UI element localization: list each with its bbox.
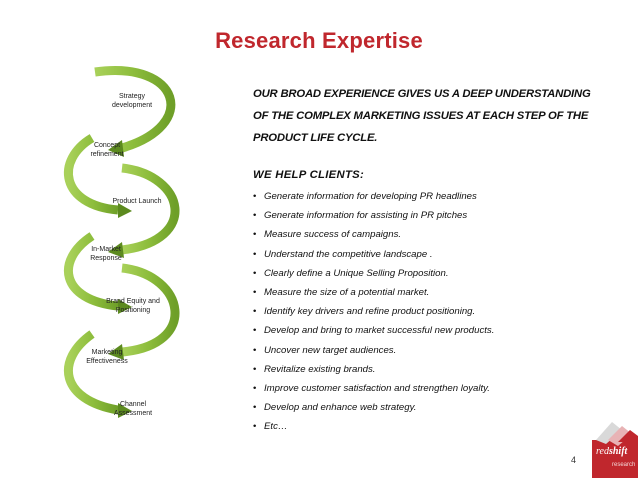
cycle-arc-4 [63,232,119,311]
bullet-icon: • [253,229,257,241]
slide-title: Research Expertise [215,28,423,53]
intro-line-1: OUR BROAD EXPERIENCE GIVES US A DEEP UND… [253,88,591,100]
cycle-step-channel-assessment: Channel Assessment [113,401,153,417]
cycle-step-strategy-development: Strategy development [111,93,153,109]
bullet-icon: • [253,383,257,395]
cycle-step-brand-equity: Brand Equity and Positioning [106,298,160,314]
bullet-icon: • [253,267,257,279]
list-item: •Develop and enhance web strategy. [253,398,613,417]
bullet-icon: • [253,248,257,260]
cycle-step-concept-refinement: Concept refinement [90,142,124,158]
cycle-arrow-3 [108,242,124,258]
intro-line-3: PRODUCT LIFE CYCLE. [253,132,378,144]
bullet-icon: • [253,325,257,337]
cycle-step-marketing-effectiveness: Marketing Effectiveness [86,349,128,365]
cycle-arrow-6 [118,403,132,418]
cycle-arrow-4 [118,299,132,314]
bullet-icon: • [253,306,257,318]
cycle-arrow-5 [108,344,124,360]
list-item: •Generate information for developing PR … [253,187,613,206]
list-item: •Generate information for assisting in P… [253,206,613,225]
cycle-arc-3 [121,163,180,255]
cycle-arc-5 [121,263,180,357]
bullet-icon: • [253,421,257,433]
list-item: •Develop and bring to market successful … [253,321,613,340]
list-item: •Measure the size of a potential market. [253,283,613,302]
bullet-list: •Generate information for developing PR … [253,187,613,437]
page-number: 4 [571,455,577,465]
bullet-icon: • [253,363,257,375]
bullet-icon: • [253,210,257,222]
list-item: •Revitalize existing brands. [253,360,613,379]
list-item: •Improve customer satisfaction and stren… [253,379,613,398]
life-cycle-diagram [63,66,180,418]
cycle-arc-6 [64,330,119,415]
cycle-arrow-2 [118,203,132,218]
cycle-step-product-launch: Product Launch [112,198,162,205]
list-item: •Etc… [253,417,613,436]
list-item: •Identify key drivers and refine product… [253,302,613,321]
logo-wordmark: redshift [596,446,628,457]
cycle-step-in-market-response: In-Market Response [90,246,122,262]
help-heading: WE HELP CLIENTS: [253,169,365,181]
content-column: OUR BROAD EXPERIENCE GIVES US A DEEP UND… [253,83,613,437]
bullet-icon: • [253,344,257,356]
list-item: •Understand the competitive landscape . [253,245,613,264]
intro-text: OUR BROAD EXPERIENCE GIVES US A DEEP UND… [253,83,613,149]
bullet-icon: • [253,191,257,202]
list-item: •Clearly define a Unique Selling Proposi… [253,264,613,283]
list-item: •Uncover new target audiences. [253,341,613,360]
redshift-logo [592,422,638,478]
list-item: •Measure success of campaigns. [253,225,613,244]
logo-subtext: research [612,462,636,468]
cycle-arc-1 [94,66,176,153]
bullet-icon: • [253,402,257,414]
cycle-arrow-1 [108,140,124,157]
intro-line-2: OF THE COMPLEX MARKETING ISSUES AT EACH … [253,110,589,122]
cycle-arc-2 [64,134,119,215]
bullet-icon: • [253,287,257,299]
